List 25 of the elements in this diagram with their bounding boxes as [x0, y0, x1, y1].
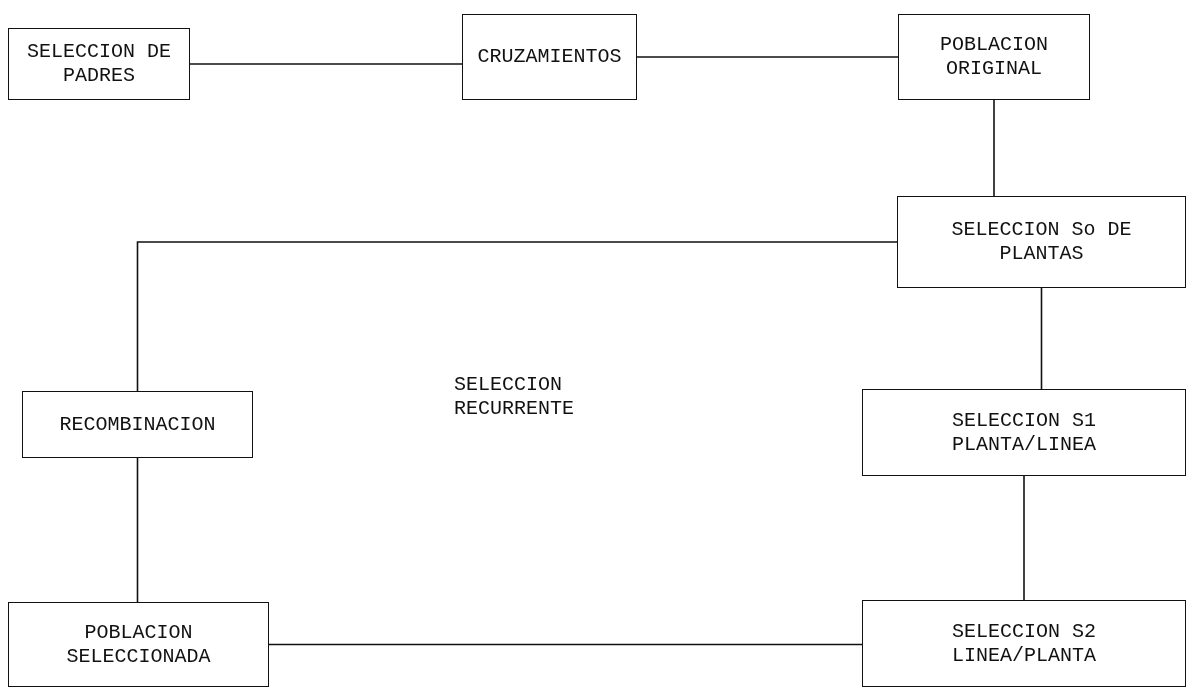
process-box — [898, 14, 1090, 100]
connector-line — [1040, 287, 1043, 390]
connector-line — [636, 56, 899, 58]
box-text: SELECCION S1 PLANTA/LINEA — [951, 408, 1097, 457]
center-label: SELECCION RECURRENTE — [454, 373, 576, 421]
connector-line — [268, 643, 863, 646]
box-text: RECOMBINACION — [59, 412, 216, 437]
connector-line — [993, 99, 995, 197]
connector-line — [136, 457, 139, 603]
connector-line — [1023, 475, 1025, 601]
box-text: POBLACION SELECCIONADA — [65, 620, 212, 669]
process-box — [8, 602, 269, 687]
process-box — [862, 600, 1186, 687]
box-text: CRUZAMIENTOS — [477, 45, 622, 69]
process-box — [22, 391, 253, 458]
box-text: SELECCION S2 LINEA/PLANTA — [951, 619, 1097, 668]
connector-line — [136, 241, 898, 392]
process-box — [897, 196, 1186, 288]
box-text: SELECCION So DE PLANTAS — [950, 218, 1133, 266]
box-text: SELECCION DE PADRES — [26, 40, 172, 88]
connector-line — [189, 63, 463, 65]
process-box — [862, 389, 1186, 476]
process-box — [462, 14, 637, 100]
process-box — [8, 28, 190, 100]
box-text: POBLACION ORIGINAL — [939, 33, 1049, 81]
